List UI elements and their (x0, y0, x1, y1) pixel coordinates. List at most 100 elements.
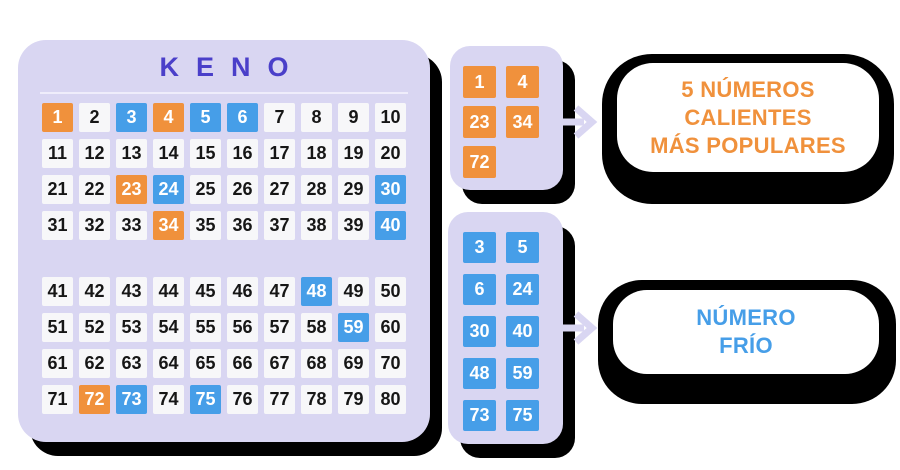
board-cell-60: 60 (375, 313, 406, 342)
board-cell-9: 9 (338, 103, 369, 132)
hot-label-line-2: CALIENTES (684, 104, 812, 130)
board-cell-27: 27 (264, 175, 295, 204)
cold-panel-cell-73: 73 (463, 400, 496, 431)
board-cell-59: 59 (338, 313, 369, 342)
hot-panel-cell-34: 34 (506, 106, 539, 138)
cold-panel-cell-30: 30 (463, 316, 496, 347)
board-cell-74: 74 (153, 385, 184, 414)
board-cell-45: 45 (190, 277, 221, 306)
board-cell-21: 21 (42, 175, 73, 204)
board-cell-70: 70 (375, 349, 406, 378)
board-cell-56: 56 (227, 313, 258, 342)
board-cell-42: 42 (79, 277, 110, 306)
board-cell-31: 31 (42, 211, 73, 240)
cold-panel-cell-5: 5 (506, 232, 539, 263)
board-cell-11: 11 (42, 139, 73, 168)
board-cell-48: 48 (301, 277, 332, 306)
hot-callout-shadow: 5 NÚMEROS CALIENTES MÁS POPULARES (602, 54, 894, 204)
board-cell-68: 68 (301, 349, 332, 378)
board-cell-73: 73 (116, 385, 147, 414)
board-cell-63: 63 (116, 349, 147, 378)
cold-label-line-2: FRÍO (719, 333, 773, 358)
board-cell-1: 1 (42, 103, 73, 132)
board-cell-58: 58 (301, 313, 332, 342)
board-cell-8: 8 (301, 103, 332, 132)
board-cell-22: 22 (79, 175, 110, 204)
cold-label-box: NÚMERO FRÍO (613, 290, 879, 374)
cold-panel-cell-75: 75 (506, 400, 539, 431)
board-cell-79: 79 (338, 385, 369, 414)
hot-panel-cell-23: 23 (463, 106, 496, 138)
cold-panel-cell-6: 6 (463, 274, 496, 305)
board-cell-76: 76 (227, 385, 258, 414)
board-cell-25: 25 (190, 175, 221, 204)
board-cell-55: 55 (190, 313, 221, 342)
board-cell-62: 62 (79, 349, 110, 378)
board-cell-17: 17 (264, 139, 295, 168)
board-cell-34: 34 (153, 211, 184, 240)
board-cell-26: 26 (227, 175, 258, 204)
board-cell-69: 69 (338, 349, 369, 378)
cold-panel-cell-48: 48 (463, 358, 496, 389)
board-cell-49: 49 (338, 277, 369, 306)
board-cell-10: 10 (375, 103, 406, 132)
cold-callout-shadow: NÚMERO FRÍO (598, 280, 896, 404)
board-cell-61: 61 (42, 349, 73, 378)
hot-panel-cell-4: 4 (506, 66, 539, 98)
board-cell-46: 46 (227, 277, 258, 306)
board-cell-19: 19 (338, 139, 369, 168)
board-cell-50: 50 (375, 277, 406, 306)
title-divider (40, 92, 408, 94)
board-cell-57: 57 (264, 313, 295, 342)
board-cell-72: 72 (79, 385, 110, 414)
cold-panel-cell-3: 3 (463, 232, 496, 263)
board-cell-78: 78 (301, 385, 332, 414)
board-cell-75: 75 (190, 385, 221, 414)
hot-label-line-3: MÁS POPULARES (650, 132, 846, 158)
hot-label-line-1: 5 NÚMEROS (681, 76, 815, 102)
board-cell-32: 32 (79, 211, 110, 240)
board-title: KENO (159, 52, 306, 82)
board-cell-5: 5 (190, 103, 221, 132)
board-cell-28: 28 (301, 175, 332, 204)
board-cell-38: 38 (301, 211, 332, 240)
board-cell-3: 3 (116, 103, 147, 132)
cold-arrow-right-icon (561, 311, 598, 345)
cold-panel-cell-24: 24 (506, 274, 539, 305)
board-cell-35: 35 (190, 211, 221, 240)
board-cell-39: 39 (338, 211, 369, 240)
hot-panel-cell-72: 72 (463, 146, 496, 178)
board-cell-52: 52 (79, 313, 110, 342)
board-cell-24: 24 (153, 175, 184, 204)
board-cell-6: 6 (227, 103, 258, 132)
board-cell-15: 15 (190, 139, 221, 168)
board-cell-65: 65 (190, 349, 221, 378)
cold-panel-cell-40: 40 (506, 316, 539, 347)
board-cell-43: 43 (116, 277, 147, 306)
cold-label-line-1: NÚMERO (696, 305, 796, 330)
board-cell-23: 23 (116, 175, 147, 204)
board-cell-14: 14 (153, 139, 184, 168)
board-cell-80: 80 (375, 385, 406, 414)
board-cell-33: 33 (116, 211, 147, 240)
board-cell-77: 77 (264, 385, 295, 414)
board-cell-4: 4 (153, 103, 184, 132)
board-cell-51: 51 (42, 313, 73, 342)
board-cell-40: 40 (375, 211, 406, 240)
board-cell-13: 13 (116, 139, 147, 168)
board-cell-30: 30 (375, 175, 406, 204)
board-cell-53: 53 (116, 313, 147, 342)
board-cell-16: 16 (227, 139, 258, 168)
hot-panel-cell-1: 1 (463, 66, 496, 98)
hot-label-box: 5 NÚMEROS CALIENTES MÁS POPULARES (617, 63, 879, 172)
board-cell-29: 29 (338, 175, 369, 204)
board-cell-67: 67 (264, 349, 295, 378)
